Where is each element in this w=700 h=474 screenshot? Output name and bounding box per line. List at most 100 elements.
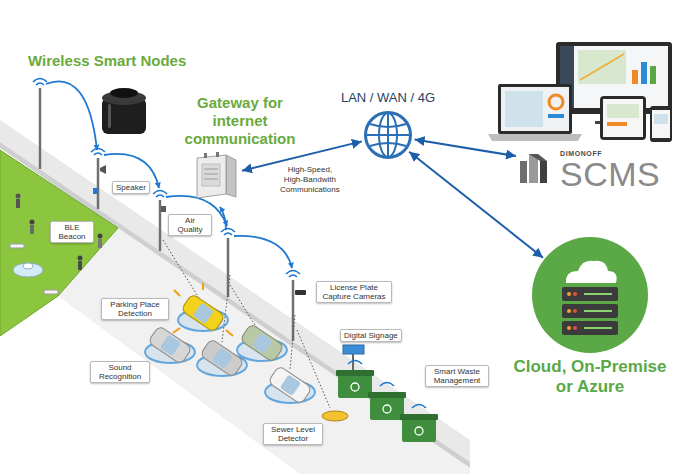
phone-chart bbox=[654, 114, 668, 124]
car-window bbox=[212, 347, 233, 369]
car-body bbox=[200, 339, 244, 378]
server-unit bbox=[562, 287, 618, 301]
camera-symbol bbox=[295, 290, 306, 295]
brand-logo-holder bbox=[518, 151, 554, 187]
leader-line bbox=[230, 285, 258, 330]
edge-label: High-Speed, High-Bandwith Communications bbox=[278, 165, 342, 195]
pole bbox=[159, 200, 162, 251]
sensor-callout: Parking Place Detection bbox=[101, 298, 169, 320]
sensor-callout: BLE Beacon bbox=[50, 221, 94, 243]
server-led bbox=[567, 309, 571, 313]
car-body bbox=[148, 326, 192, 365]
recycle-mark bbox=[415, 427, 423, 435]
laptop-screen bbox=[501, 87, 569, 131]
person bbox=[30, 220, 35, 235]
dumpster bbox=[402, 418, 436, 442]
screen-map bbox=[578, 50, 626, 84]
fountain bbox=[13, 263, 43, 277]
brand-logo bbox=[518, 151, 554, 187]
gateway-panel bbox=[202, 164, 220, 186]
leader-line bbox=[290, 315, 295, 370]
callout-text: BLE Beacon bbox=[54, 223, 90, 241]
brand-company: DIMONOFF bbox=[560, 149, 660, 158]
device-screens bbox=[488, 42, 672, 142]
flash-ray bbox=[174, 290, 180, 296]
person bbox=[78, 256, 83, 271]
cloud-shape bbox=[566, 261, 617, 283]
laptop-base bbox=[488, 134, 582, 141]
scms-node: DIMONOFFSCMS bbox=[518, 146, 670, 192]
callout-text: Digital Signage bbox=[344, 331, 398, 340]
laptop-bar bbox=[548, 114, 564, 118]
leader-lines bbox=[163, 240, 330, 408]
car-window bbox=[160, 334, 181, 356]
dumpster-lid bbox=[368, 392, 406, 398]
signal-arc bbox=[220, 207, 226, 230]
server-unit bbox=[562, 321, 618, 335]
wifi-arc bbox=[94, 153, 102, 155]
tablet-chart bbox=[607, 104, 639, 118]
dumpster-wifi bbox=[348, 361, 426, 409]
logo-bar bbox=[540, 161, 547, 183]
wifi-arc bbox=[36, 83, 44, 85]
callout-text: License Plate Capture Cameras bbox=[320, 283, 388, 301]
car-window bbox=[252, 332, 273, 354]
recycle-mark bbox=[351, 383, 359, 391]
flash-ray bbox=[226, 330, 233, 336]
sensor-callout: Smart Waste Management bbox=[425, 365, 489, 387]
person-body bbox=[30, 225, 34, 234]
car-body bbox=[268, 366, 312, 405]
pole bbox=[97, 158, 100, 209]
gateway-slat bbox=[204, 169, 218, 170]
cloud-node: Cloud, On-Premise or Azure bbox=[532, 237, 648, 353]
screen-bar bbox=[641, 62, 647, 84]
logo-roof bbox=[529, 154, 547, 161]
callout-text: Sewer Level Detector bbox=[267, 425, 319, 443]
pole bbox=[39, 88, 42, 169]
sensor-callout: Sound Recognition bbox=[90, 361, 150, 383]
heading-text: LAN / WAN / 4G bbox=[333, 90, 443, 106]
node-heading: Gateway for internet communication bbox=[175, 94, 305, 148]
dumpster bbox=[338, 374, 372, 398]
wifi-arc bbox=[380, 383, 394, 387]
callout-text: Smart Waste Management bbox=[429, 367, 485, 385]
road bbox=[58, 228, 470, 474]
fountain-top bbox=[23, 263, 33, 269]
person bbox=[16, 194, 21, 209]
sound-flash bbox=[173, 283, 233, 336]
server-slot bbox=[584, 327, 612, 329]
sensor-callout: Air Quality bbox=[168, 214, 212, 236]
node-heading: LAN / WAN / 4G bbox=[333, 90, 443, 106]
callout-text: Parking Place Detection bbox=[105, 300, 165, 318]
car bbox=[200, 339, 244, 378]
car-body bbox=[240, 324, 284, 363]
globe-equator bbox=[366, 134, 410, 136]
server-slot bbox=[584, 293, 612, 295]
wifi-arc bbox=[286, 271, 300, 275]
laptop-dial bbox=[549, 95, 563, 109]
gateway-front bbox=[197, 155, 226, 198]
server-unit bbox=[562, 304, 618, 318]
screen-bar bbox=[632, 70, 638, 84]
bench bbox=[44, 290, 58, 294]
sensor-callout: Speaker bbox=[112, 181, 150, 194]
node-dome bbox=[110, 88, 138, 98]
sensor-callout: License Plate Capture Cameras bbox=[316, 281, 392, 303]
callout-text: Sound Recognition bbox=[94, 363, 146, 381]
phone-screen bbox=[652, 110, 670, 138]
dumpsters bbox=[336, 370, 438, 442]
pole bbox=[292, 280, 295, 341]
globe-node: LAN / WAN / 4G bbox=[363, 110, 413, 160]
laptop-frame bbox=[498, 84, 572, 134]
gateway-antenna bbox=[216, 152, 219, 157]
server-led bbox=[567, 292, 571, 296]
dumpster-lid bbox=[336, 370, 374, 376]
server-led bbox=[573, 292, 577, 296]
person-head bbox=[30, 220, 35, 225]
node-highlight bbox=[108, 104, 111, 128]
car-window bbox=[193, 302, 214, 324]
laptop-map bbox=[505, 91, 543, 127]
globe-outline bbox=[366, 113, 411, 158]
